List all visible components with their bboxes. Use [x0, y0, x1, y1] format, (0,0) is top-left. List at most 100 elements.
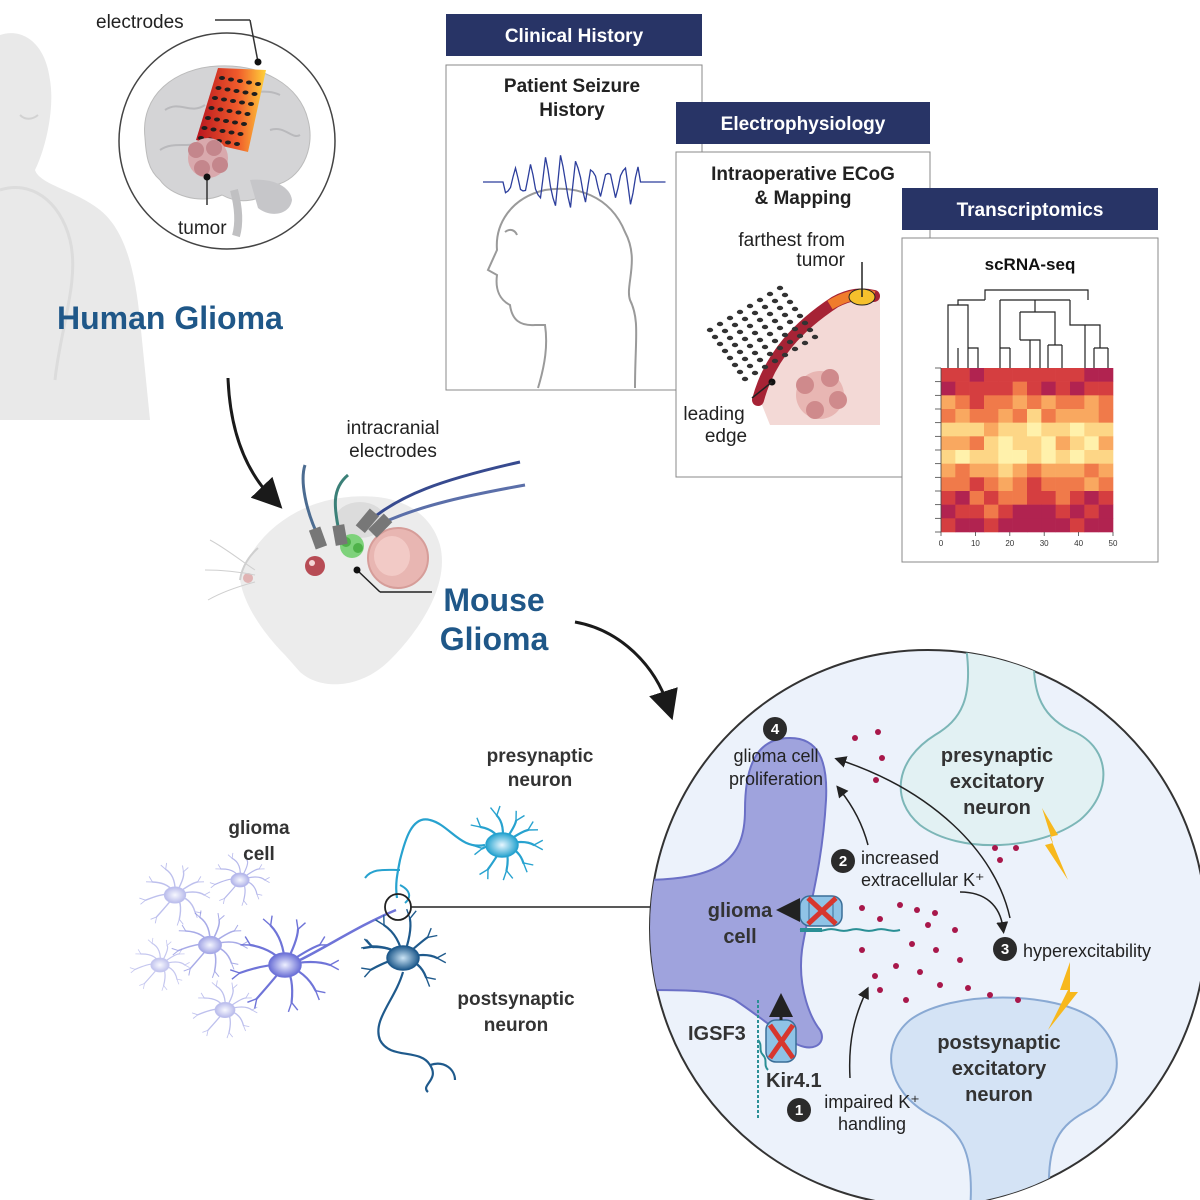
- heatmap-cell: [941, 518, 956, 533]
- leading-label-1: leading: [683, 404, 744, 425]
- heatmap-cell: [969, 368, 985, 382]
- heatmap-cell: [941, 395, 956, 410]
- neuron-branch: [533, 844, 544, 851]
- ecog-electrode-grid: [706, 285, 819, 382]
- heatmap-cell: [955, 463, 970, 478]
- heatmap-cell: [955, 368, 970, 382]
- step-1-badge: [787, 1098, 811, 1122]
- neuron-branch: [241, 900, 244, 906]
- neuron-branch: [211, 982, 217, 987]
- heatmap-cell: [1070, 518, 1085, 533]
- neuron-branch: [515, 814, 525, 822]
- ecog-contact: [741, 316, 749, 322]
- heatmap-cell: [998, 368, 1013, 382]
- heatmap-cell: [1055, 395, 1071, 410]
- ecog-contact: [756, 337, 764, 343]
- neuron-branch: [154, 916, 158, 924]
- heatmap-cell: [1070, 422, 1085, 437]
- electrode-contact: [234, 142, 240, 146]
- step-3-label: hyperexcitability: [1023, 941, 1151, 961]
- presynaptic-axon: [395, 818, 486, 899]
- heatmap-cell: [955, 409, 970, 423]
- zoom-postsynaptic-label-3: neuron: [965, 1084, 1033, 1106]
- heatmap-cell: [969, 450, 985, 464]
- electrodes-label: electrodes: [96, 12, 184, 33]
- heatmap-cell: [1012, 381, 1028, 396]
- electrode-contact: [219, 76, 225, 80]
- heatmap-tick-label: 50: [1109, 539, 1118, 548]
- heatmap-cell: [1098, 381, 1114, 396]
- heatmap-cell: [1098, 450, 1114, 464]
- neuron-branch: [163, 985, 168, 991]
- ecog-contact: [771, 338, 779, 344]
- heatmap-cell: [1055, 422, 1071, 437]
- heatmap-cell: [998, 422, 1013, 437]
- neuron-branch: [192, 1014, 199, 1019]
- neuron-branch: [247, 998, 257, 1003]
- neuron-branch: [206, 1030, 209, 1037]
- heatmap-cell: [969, 491, 985, 505]
- heatmap-cell: [1098, 491, 1114, 505]
- ecog-contact: [806, 327, 814, 333]
- brain-slice: [760, 294, 880, 425]
- heatmap-cell: [969, 477, 985, 492]
- neuron-soma: [198, 935, 222, 955]
- ecog-contact: [766, 311, 774, 317]
- neuron-branch: [228, 1032, 234, 1038]
- heatmap-cell: [969, 422, 985, 437]
- heatmap-cell: [941, 422, 956, 437]
- electrophysiology-header-text: Electrophysiology: [721, 114, 886, 135]
- neuron-branch: [161, 985, 164, 991]
- dendrogram: [947, 289, 1109, 368]
- neuron-branch: [505, 870, 514, 879]
- ecog-contact: [796, 313, 804, 319]
- heatmap-cell: [1098, 504, 1114, 519]
- heatmap-cell: [1084, 368, 1099, 382]
- heatmap-cell: [1012, 518, 1028, 533]
- electrode-contact: [237, 79, 243, 83]
- ecog-contact: [756, 357, 764, 363]
- heatmap-cell: [969, 381, 985, 396]
- potassium-ion: [852, 735, 858, 741]
- heatmap-cell: [1084, 409, 1099, 423]
- heatmap-cell: [1055, 491, 1071, 505]
- ecog-contact: [736, 309, 744, 315]
- heatmap-cell: [1098, 422, 1114, 437]
- heatmap-cell: [1027, 491, 1042, 505]
- electrode-contact: [210, 127, 217, 132]
- heatmap-cell: [969, 436, 985, 451]
- heatmap: [935, 367, 1114, 533]
- electrophysiology-panel: Electrophysiology Intraoperative ECoG & …: [675, 102, 931, 478]
- neuron-branch: [218, 915, 225, 921]
- neuron-branch: [200, 992, 205, 999]
- heatmap-tick-label: 10: [971, 539, 980, 548]
- neuron-branch: [139, 897, 146, 901]
- neuron-branch: [502, 870, 508, 881]
- arrow-2-to-4: [836, 785, 869, 846]
- potassium-ion: [877, 987, 883, 993]
- heatmap-cell: [1070, 504, 1085, 519]
- leading-label-2: edge: [705, 426, 747, 447]
- neuron-branch: [215, 980, 218, 987]
- step-4-badge: [763, 717, 787, 741]
- heatmap-cell: [984, 395, 999, 410]
- neuron-branch: [183, 968, 191, 972]
- glioma-cell: [229, 915, 340, 1013]
- potassium-ion: [992, 845, 998, 851]
- neuron-soma: [386, 945, 420, 971]
- heatmap-cell: [1041, 491, 1056, 505]
- zoom-glioma-label-2: cell: [723, 926, 756, 948]
- ecog-contact: [791, 326, 799, 332]
- potassium-ion: [965, 985, 971, 991]
- heatmap-cell: [1098, 518, 1114, 533]
- heatmap-cell: [1055, 463, 1071, 478]
- glioma-cell: [139, 862, 211, 926]
- neuron-branch: [489, 807, 498, 816]
- postsynaptic-neuron-small: [361, 908, 457, 1093]
- lightning-bolt-upper: [1042, 808, 1068, 880]
- zoom-presynaptic-label-3: neuron: [963, 797, 1031, 819]
- ecog-contact: [771, 318, 779, 324]
- electrode-contact: [225, 140, 231, 145]
- mouse-glioma-title-2: Glioma: [440, 621, 549, 657]
- heatmap-cell: [1027, 422, 1042, 437]
